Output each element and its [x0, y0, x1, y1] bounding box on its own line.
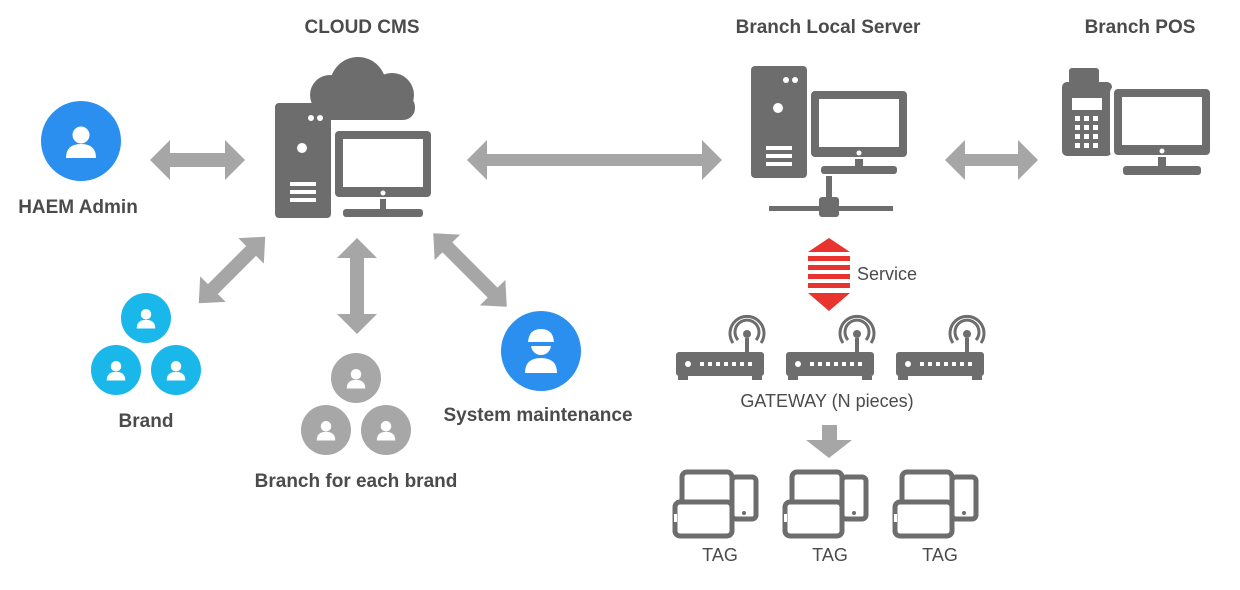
- tag-label-2: TAG: [812, 545, 848, 565]
- pos-monitor-icon: [1110, 85, 1214, 175]
- arrow-cms-maintenance: [433, 233, 507, 307]
- arrow-local-server-pos: [945, 140, 1038, 180]
- gateway-router-icon-2: [784, 314, 876, 382]
- tag-device-icon-3: [894, 472, 976, 536]
- haem-admin-avatar: [41, 101, 121, 181]
- tag-label-1: TAG: [702, 545, 738, 565]
- local-server-monitor-icon: [807, 87, 911, 174]
- local-server-tower-icon: [751, 66, 807, 178]
- gateway-router-icon-3: [894, 314, 986, 382]
- arrow-cms-brand: [198, 236, 266, 304]
- maintenance-user-icon: [501, 311, 581, 391]
- network-icon: [769, 176, 893, 217]
- gateway-router-icon-1: [674, 314, 766, 382]
- branch-user-icon-left: [301, 405, 351, 455]
- pos-terminal-icon: [1062, 68, 1112, 156]
- service-arrow: [808, 238, 850, 311]
- tag-label-3: TAG: [922, 545, 958, 565]
- gateway-label: GATEWAY (N pieces): [740, 391, 914, 411]
- branch-user-icon-top: [331, 353, 381, 403]
- arrow-cms-branch: [337, 238, 377, 334]
- cms-monitor-icon: [331, 127, 435, 217]
- arrow-cms-local-server: [467, 140, 722, 180]
- tag-device-icon-1: [674, 472, 756, 536]
- brand-user-icon-right: [151, 345, 201, 395]
- branch-local-server-label: Branch Local Server: [735, 17, 921, 38]
- branch-pos-label: Branch POS: [1084, 17, 1196, 38]
- brand-user-icon-top: [121, 293, 171, 343]
- arrow-gateway-tag: [806, 425, 852, 458]
- cloud-cms-label: CLOUD CMS: [304, 17, 420, 38]
- brand-user-icon-left: [91, 345, 141, 395]
- system-maintenance-label: System maintenance: [443, 405, 633, 426]
- branch-for-each-brand-label: Branch for each brand: [254, 471, 458, 492]
- arrow-admin-cms: [150, 140, 245, 180]
- branch-user-icon-right: [361, 405, 411, 455]
- service-label: Service: [856, 264, 918, 284]
- brand-label: Brand: [118, 411, 174, 432]
- haem-admin-label: HAEM Admin: [18, 197, 138, 218]
- tag-device-icon-2: [784, 472, 866, 536]
- cms-server-tower-icon: [275, 103, 331, 218]
